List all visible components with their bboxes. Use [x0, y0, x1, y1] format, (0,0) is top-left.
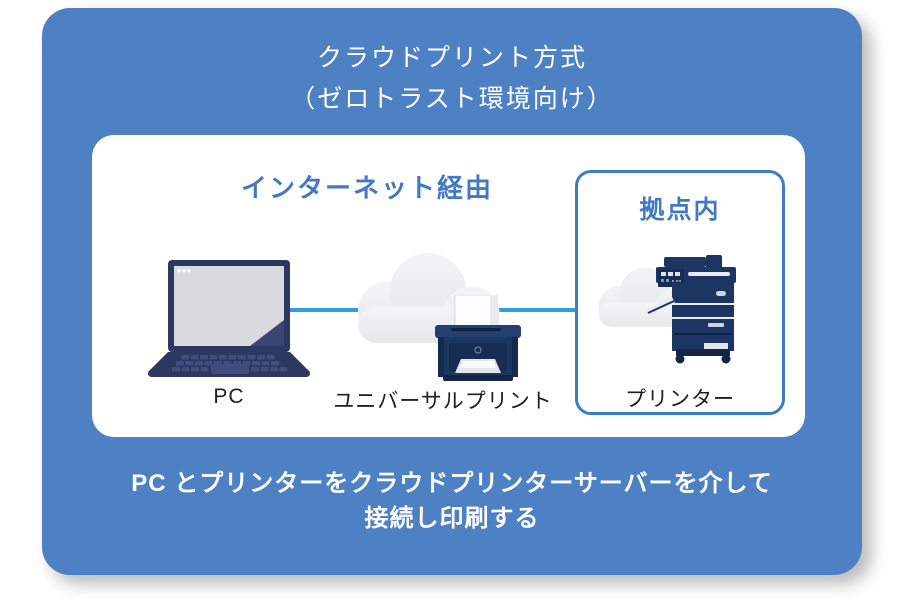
printer-node-label: プリンター	[625, 388, 735, 411]
card-title-line1: クラウドプリント方式	[316, 44, 587, 72]
caption-line1: PC とプリンターをクラウドプリンターサーバーを介して	[131, 470, 773, 497]
caption-line2: 接続し印刷する	[364, 505, 540, 532]
diagram-panel: インターネット経由	[92, 135, 805, 437]
site-box: 拠点内	[575, 170, 785, 415]
card-title-line2: （ゼロトラスト環境向け）	[290, 85, 614, 113]
card-title: クラウドプリント方式 （ゼロトラスト環境向け）	[42, 38, 862, 120]
internet-route-label: インターネット経由	[240, 173, 493, 203]
multifunction-printer-icon	[646, 255, 746, 365]
printer-icon	[435, 294, 521, 381]
pc-node-label: PC	[213, 385, 245, 408]
site-box-label: 拠点内	[639, 196, 721, 224]
caption: PC とプリンターをクラウドプリンターサーバーを介して 接続し印刷する	[42, 466, 862, 536]
cloud-print-card: クラウドプリント方式 （ゼロトラスト環境向け） インターネット経由	[42, 8, 862, 575]
universal-print-node-label: ユニバーサルプリント	[333, 390, 553, 413]
laptop-icon	[148, 260, 310, 378]
